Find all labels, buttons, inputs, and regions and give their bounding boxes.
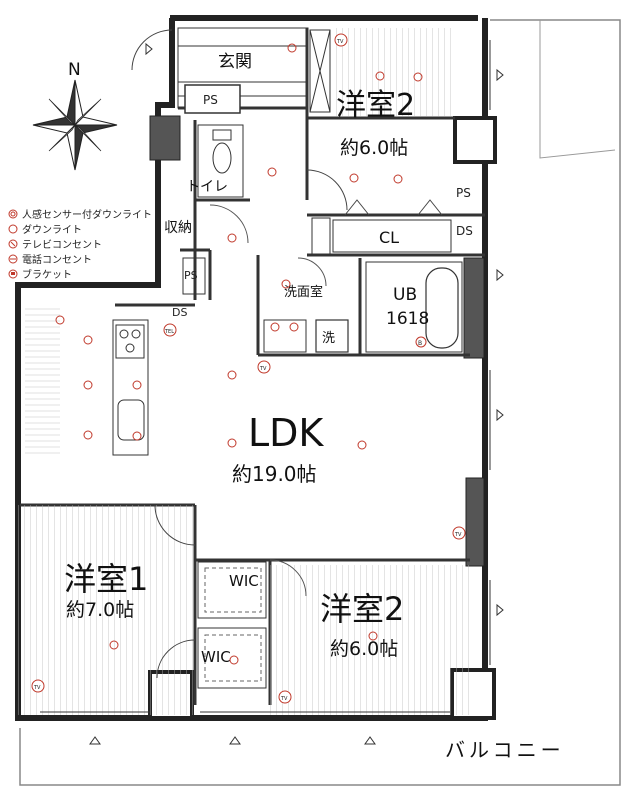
washroom-label: 洗面室 xyxy=(284,284,323,300)
svg-text:電話コンセント: 電話コンセント xyxy=(22,253,92,266)
ldk-area: 約19.0帖 xyxy=(232,462,317,486)
bedroom1-door-icon xyxy=(154,504,196,679)
toilet-tank-icon xyxy=(212,129,232,141)
svg-text:TV: TV xyxy=(33,685,41,691)
entrance-door-icon xyxy=(131,29,173,71)
toilet-room: トイレ xyxy=(186,124,244,198)
kitchen-sink-icon xyxy=(117,399,145,441)
bedroom2-top-door-icon xyxy=(306,169,443,216)
sink-icon xyxy=(263,319,307,353)
bedroom2-bottom-area: 約6.0帖 xyxy=(330,638,398,660)
bathtub-icon xyxy=(425,267,459,349)
phone-outlet-icon: TEL xyxy=(163,323,177,337)
bedroom1-name: 洋室1 xyxy=(64,560,148,598)
legend-item: テレビコンセント xyxy=(8,239,102,251)
bracket-light-icon: B xyxy=(415,336,427,348)
ds-left-label: DS xyxy=(172,306,187,319)
svg-text:TV: TV xyxy=(259,366,267,372)
storage-closet: 収納 xyxy=(164,204,249,244)
svg-text:テレビコンセント: テレビコンセント xyxy=(22,239,102,251)
downlight-icons xyxy=(55,43,423,665)
svg-text:TV: TV xyxy=(454,532,462,538)
wic-a-label: WIC xyxy=(229,572,259,590)
balcony: バルコニー xyxy=(19,19,621,786)
legend-item: ダウンライト xyxy=(8,223,82,236)
ds-right-label: DS xyxy=(456,224,473,238)
ps-right-label: PS xyxy=(456,186,471,200)
svg-text:TV: TV xyxy=(336,39,344,45)
bedroom2-bottom-name: 洋室2 xyxy=(320,590,404,628)
wic-b: WIC xyxy=(197,627,267,689)
ps-mid-label: PS xyxy=(184,269,198,282)
ps-top-label: PS xyxy=(203,93,218,107)
legend-item: 電話コンセント xyxy=(8,253,92,266)
compass-north-label: N xyxy=(68,60,81,80)
closet-label: CL xyxy=(379,228,399,247)
stove-icon xyxy=(115,324,145,359)
balcony-arrow-icons xyxy=(89,68,504,745)
ps-box-top: PS xyxy=(184,84,241,114)
unit-bath-size: 1618 xyxy=(386,309,429,329)
unit-bath: UB 1618 xyxy=(365,261,463,353)
bedroom2-top-name: 洋室2 xyxy=(336,88,415,123)
windows xyxy=(40,40,491,713)
wic-a: WIC xyxy=(197,559,307,619)
legend-item: 人感センサー付ダウンライト xyxy=(8,208,152,221)
closet: CL xyxy=(311,217,452,255)
bedroom1-flooring xyxy=(18,505,195,715)
kitchen xyxy=(112,319,149,456)
bedroom1-area: 約7.0帖 xyxy=(66,599,134,621)
entrance-label: 玄関 xyxy=(218,52,252,72)
entrance-shoe-cabinet xyxy=(309,29,331,113)
exterior-walls xyxy=(15,15,488,721)
legend-item: ブラケット xyxy=(8,268,72,281)
washer-label: 洗 xyxy=(322,331,335,346)
svg-text:ブラケット: ブラケット xyxy=(22,268,72,281)
washroom: 洗面室 洗 xyxy=(263,257,349,353)
wic-b-label: WIC xyxy=(201,648,231,666)
compass-rose-icon: N xyxy=(32,60,118,171)
bedroom2-bottom-flooring xyxy=(270,565,470,715)
svg-text:B: B xyxy=(418,340,422,347)
tv-outlet-icons: TV TV TV TV TV xyxy=(31,33,466,704)
unit-bath-name: UB xyxy=(393,285,417,305)
ps-box-mid: PS xyxy=(182,257,206,295)
legend: 人感センサー付ダウンライト ダウンライト テレビコンセント 電話コンセント ブラ… xyxy=(8,208,152,281)
balcony-label: バルコニー xyxy=(445,738,565,762)
toilet-label: トイレ xyxy=(186,179,228,195)
svg-text:TEL: TEL xyxy=(164,329,174,335)
toilet-bowl-icon xyxy=(212,142,232,174)
svg-text:ダウンライト: ダウンライト xyxy=(22,223,82,236)
kitchen-shelf xyxy=(25,305,60,455)
ldk-name: LDK xyxy=(248,411,324,455)
svg-text:人感センサー付ダウンライト: 人感センサー付ダウンライト xyxy=(22,208,152,221)
bedroom2-top-area: 約6.0帖 xyxy=(340,137,408,159)
bedroom2-top-flooring xyxy=(332,28,452,116)
storage-label: 収納 xyxy=(164,220,192,236)
svg-text:TV: TV xyxy=(280,696,288,702)
